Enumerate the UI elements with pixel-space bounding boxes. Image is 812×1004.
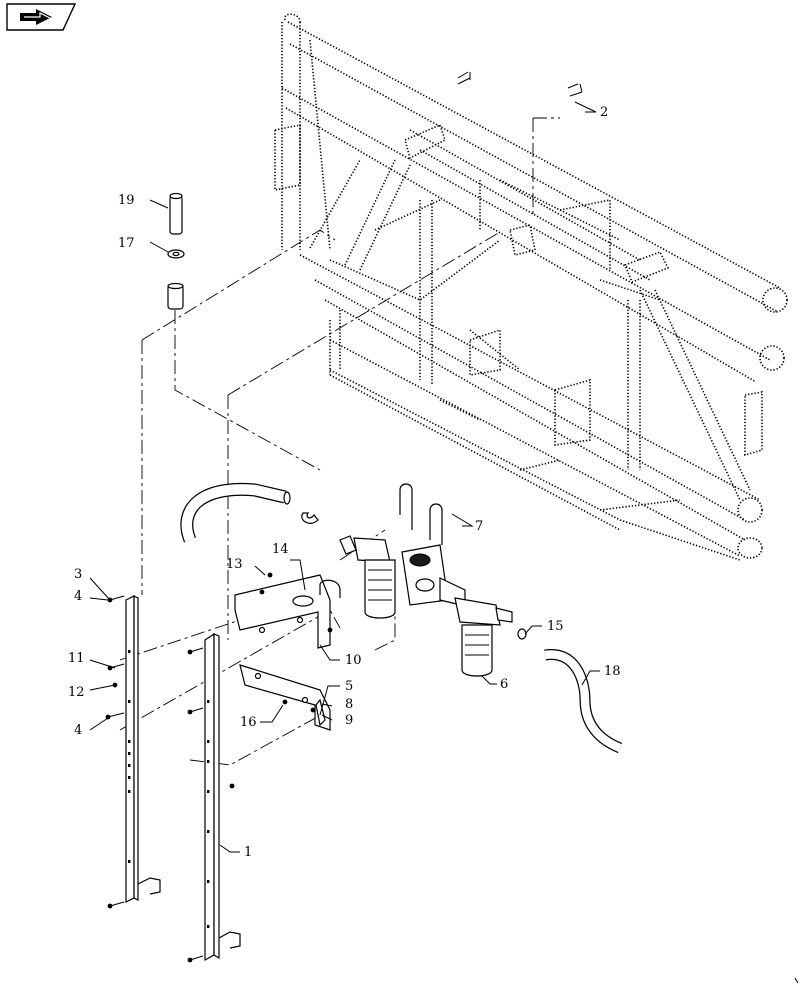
mounting-brackets: [234, 574, 341, 731]
callout-15: 15: [547, 619, 564, 634]
filter-valve-assembly: [339, 535, 527, 677]
callout-16: 16: [240, 715, 257, 730]
callout-12: 12: [68, 685, 85, 700]
callout-10: 10: [345, 653, 362, 668]
u-bolts-7: [399, 483, 443, 545]
callout-14: 14: [272, 542, 289, 557]
callout-4-bottom: 4: [74, 723, 82, 738]
callout-5: 5: [345, 679, 353, 694]
callout-13: 13: [226, 557, 243, 572]
next-page-arrow-icon: [6, 3, 77, 31]
hose-left: [180, 482, 319, 543]
corner-mark: [794, 977, 799, 984]
callout-17: 17: [118, 236, 135, 251]
callout-18: 18: [604, 664, 621, 679]
callout-19: 19: [118, 193, 135, 208]
callout-9: 9: [345, 713, 353, 728]
callout-4-top: 4: [74, 589, 82, 604]
assembly-leader-lines: [119, 117, 560, 766]
callout-2: 2: [600, 105, 608, 120]
callout-3: 3: [74, 567, 82, 582]
callout-leaders: [89, 101, 600, 853]
callout-7: 7: [475, 519, 483, 534]
boom-frame: [274, 13, 788, 561]
vertical-bars: [125, 595, 241, 962]
hose-right: [544, 649, 623, 754]
small-parts-19-17: [167, 192, 185, 310]
callout-8: 8: [345, 697, 353, 712]
callout-labels: 19 17 2 7 14 13 3 4 10 11 12 5 8 9 16 4 …: [68, 105, 621, 860]
next-page-button[interactable]: [6, 3, 77, 31]
callout-11: 11: [68, 651, 85, 666]
callout-1: 1: [244, 845, 252, 860]
callout-6: 6: [500, 677, 508, 692]
